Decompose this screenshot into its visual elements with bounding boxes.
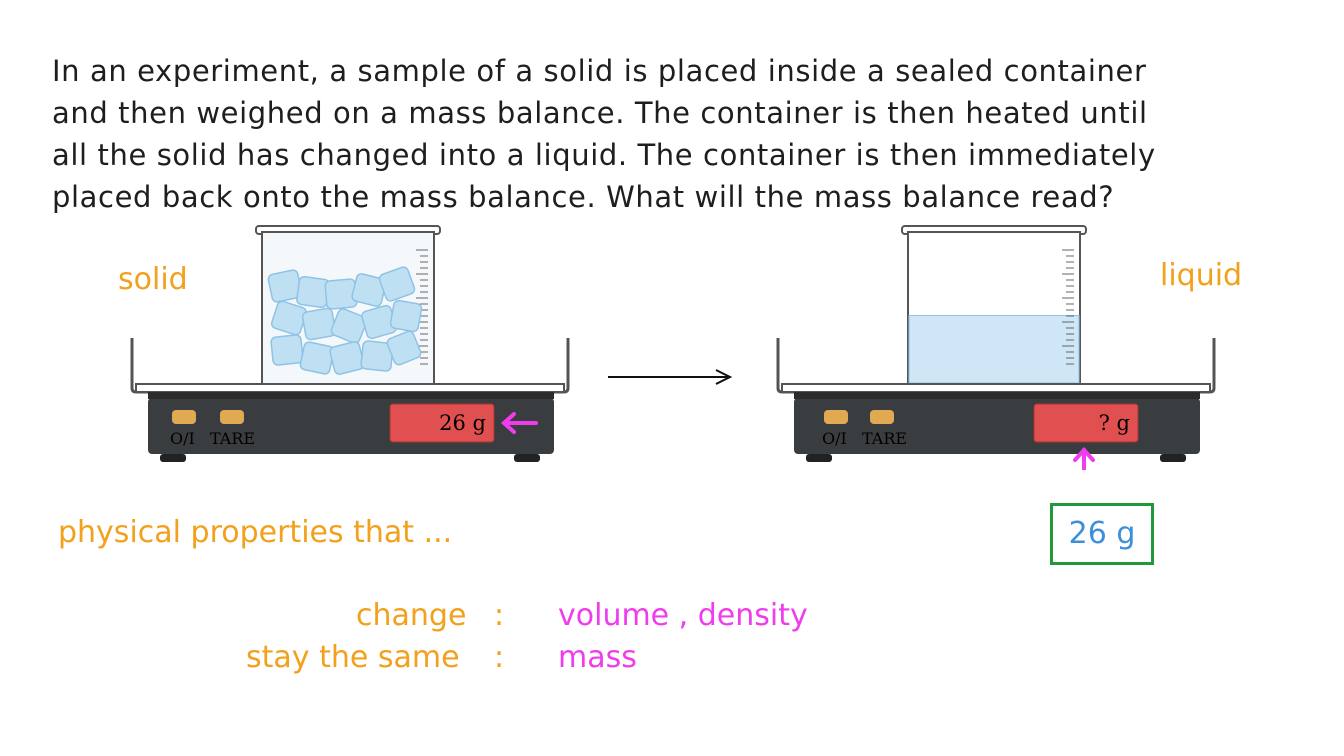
notes-heading: physical properties that ... (58, 515, 453, 550)
solid-label: solid (118, 262, 188, 297)
change-values: volume , density (558, 598, 808, 633)
change-separator: : (494, 598, 505, 633)
left-beaker (255, 225, 441, 385)
left-balance-figure: O/I TARE 26 g (130, 225, 570, 462)
same-values: mass (558, 640, 637, 675)
question-line-4: placed back onto the mass balance. What … (52, 180, 1115, 214)
liquid-fill (908, 315, 1080, 384)
question-line-2: and then weighed on a mass balance. The … (52, 96, 1148, 130)
same-separator: : (494, 640, 505, 675)
right-tare-button[interactable] (870, 410, 894, 424)
ice-cubes (267, 266, 423, 375)
question-line-1: In an experiment, a sample of a solid is… (52, 54, 1147, 88)
same-label: stay the same (246, 640, 460, 675)
answer-value: 26 g (1068, 516, 1136, 551)
question-line-3: all the solid has changed into a liquid.… (52, 138, 1156, 172)
right-balance-figure: O/I TARE ? g (776, 225, 1216, 470)
left-power-button[interactable] (172, 410, 196, 424)
transition-arrow (608, 369, 733, 385)
change-label: change (356, 598, 467, 633)
liquid-label: liquid (1160, 258, 1243, 293)
answer-box: 26 g (1050, 503, 1154, 565)
right-beaker (901, 225, 1087, 385)
right-reading-arrow (1073, 447, 1095, 470)
left-tare-button[interactable] (220, 410, 244, 424)
left-reading-arrow (501, 412, 538, 434)
right-power-button[interactable] (824, 410, 848, 424)
